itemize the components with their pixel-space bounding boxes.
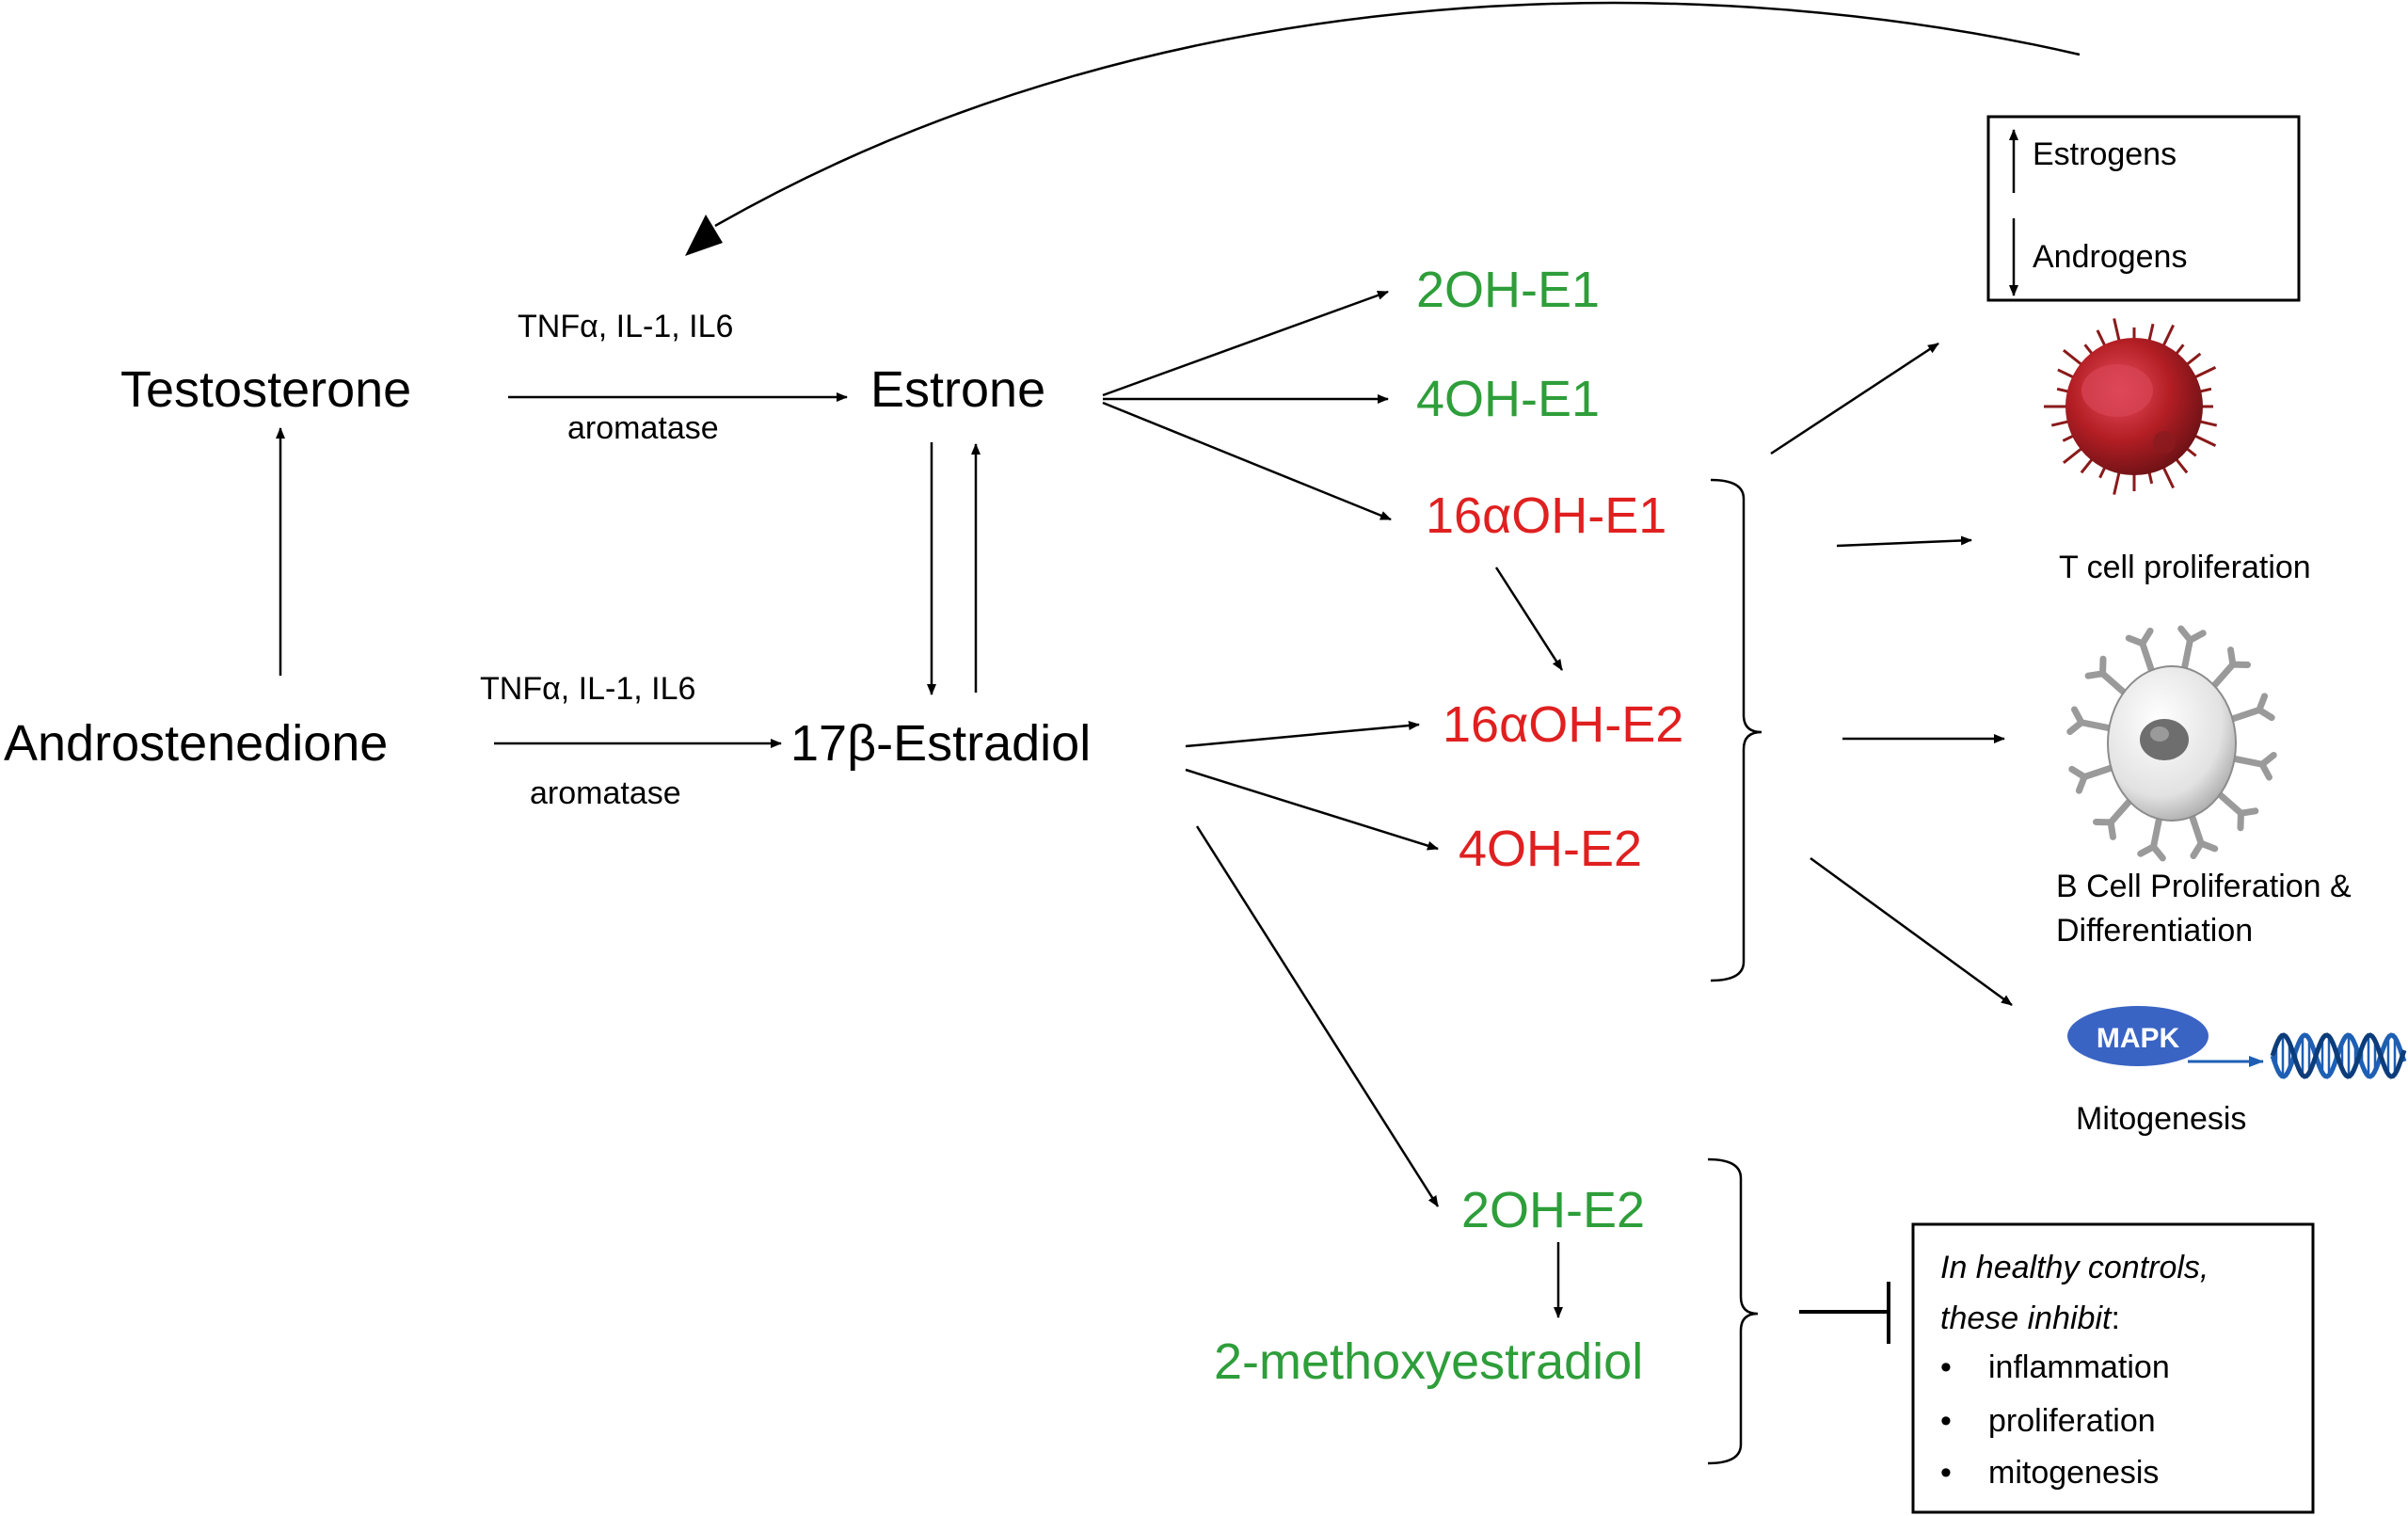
t-cell-spike xyxy=(2096,329,2107,348)
metabolite-2oh-e1: 2OH-E1 xyxy=(1416,262,1600,318)
mapk-ellipse xyxy=(2067,1006,2209,1066)
t-cell-spike xyxy=(2050,420,2071,427)
b-cell-receptor xyxy=(2137,813,2166,862)
inhibited-item-inflammation: inflammation xyxy=(1988,1349,2170,1385)
to-hormone-box-arrow xyxy=(1770,342,1939,455)
t-cell-spike xyxy=(2174,456,2189,474)
aromatase-label-bottom: aromatase xyxy=(530,775,681,811)
t-cell-spike xyxy=(2193,434,2217,448)
to-mitogenesis-arrow xyxy=(1810,856,2013,1007)
estrone-to-2oh-e1-arrow xyxy=(1102,290,1389,397)
t-cell-spike xyxy=(2063,348,2084,367)
b-cell-receptor xyxy=(2188,811,2219,859)
metabolite-16aoh-e2: 16αOH-E2 xyxy=(1443,696,1683,753)
b-cell-receptor xyxy=(2068,763,2116,794)
healthy-title-verb: these inhibit xyxy=(1940,1301,2113,1336)
b-cell-receptor xyxy=(2177,625,2207,674)
bullet-3: • xyxy=(1940,1455,1952,1491)
mitogenesis-label: Mitogenesis xyxy=(2076,1101,2246,1137)
b-cell-receptor xyxy=(2227,693,2275,724)
b-cell-receptor xyxy=(2066,706,2114,736)
cytokines-label-bottom: TNFα, IL-1, IL6 xyxy=(480,671,695,707)
t-cell-icon xyxy=(2044,318,2218,495)
inhibited-item-mitogenesis: mitogenesis xyxy=(1988,1455,2159,1491)
estradiol-to-16aoh-e2-arrow xyxy=(1185,721,1420,748)
inhibited-item-proliferation: proliferation xyxy=(1988,1403,2156,1439)
b-cell-receptor xyxy=(2209,646,2251,691)
estradiol-to-4oh-e2-arrow xyxy=(1185,768,1439,851)
healthy-title-colon: : xyxy=(2111,1301,2119,1336)
t-cell-spike xyxy=(2080,456,2095,474)
t-cell-spike xyxy=(2113,318,2121,343)
t-cell-spike xyxy=(2113,470,2121,495)
b-cell-icon xyxy=(2066,625,2277,862)
b-cell-receptor xyxy=(2093,796,2134,840)
b-cell-receptor xyxy=(2214,790,2259,832)
16aoh-e1-to-16aoh-e2-arrow xyxy=(1494,567,1564,671)
t-cell-spike xyxy=(2063,446,2084,465)
protective-bracket xyxy=(1707,1157,1759,1465)
androstenedione-label: Androstenedione xyxy=(4,715,388,772)
dna-helix-icon xyxy=(2270,1032,2407,1079)
feedback-curve xyxy=(714,1,2081,228)
estrone-to-16aoh-e1-arrow xyxy=(1102,401,1392,521)
t-cell-spike xyxy=(2197,420,2218,427)
estrone-label: Estrone xyxy=(870,361,1045,418)
cytokines-label-top: TNFα, IL-1, IL6 xyxy=(518,309,733,344)
t-cell-proliferation-label: T cell proliferation xyxy=(2059,550,2311,585)
t-cell-spike xyxy=(2147,323,2155,343)
healthy-title-line1: In healthy controls, xyxy=(1940,1250,2209,1285)
metabolite-4oh-e2: 4OH-E2 xyxy=(1459,821,1642,877)
estradiol-label: 17β-Estradiol xyxy=(790,715,1091,772)
b-cell-receptor xyxy=(2125,628,2156,676)
estradiol-to-2oh-e2-arrow xyxy=(1195,825,1440,1207)
metabolite-2-methoxyestradiol: 2-methoxyestradiol xyxy=(1214,1333,1643,1390)
metabolite-16aoh-e1: 16αOH-E1 xyxy=(1426,487,1666,544)
mapk-label: MAPK xyxy=(2097,1023,2180,1054)
harmful-bracket xyxy=(1710,478,1762,982)
aromatase-label-top: aromatase xyxy=(567,410,719,446)
androgens-label: Androgens xyxy=(2033,239,2187,275)
testosterone-label: Testosterone xyxy=(120,361,411,418)
to-t-cell-arrow xyxy=(1836,535,1972,548)
t-cell-spike xyxy=(2161,465,2176,489)
t-cell-spike xyxy=(2161,324,2176,348)
bullet-2: • xyxy=(1940,1403,1952,1439)
b-cell-receptor xyxy=(2229,751,2277,781)
metabolite-2oh-e2: 2OH-E2 xyxy=(1461,1182,1645,1238)
b-cell-label-line2: Differentiation xyxy=(2056,913,2253,949)
t-cell-spike xyxy=(2184,352,2202,367)
hormone-change-box xyxy=(1986,115,2301,302)
t-cell-spike xyxy=(2193,365,2217,379)
bullet-1: • xyxy=(1940,1349,1952,1385)
healthy-controls-box xyxy=(1911,1222,2315,1514)
b-cell-receptor xyxy=(2084,655,2129,697)
t-cell-spike xyxy=(2057,368,2076,379)
b-cell-label-line1: B Cell Proliferation & xyxy=(2056,869,2352,904)
estrogens-label: Estrogens xyxy=(2033,136,2177,172)
metabolite-4oh-e1: 4OH-E1 xyxy=(1416,371,1600,427)
feedback-arrowhead xyxy=(685,215,723,256)
healthy-title-line2: these inhibit: xyxy=(1940,1301,2120,1336)
